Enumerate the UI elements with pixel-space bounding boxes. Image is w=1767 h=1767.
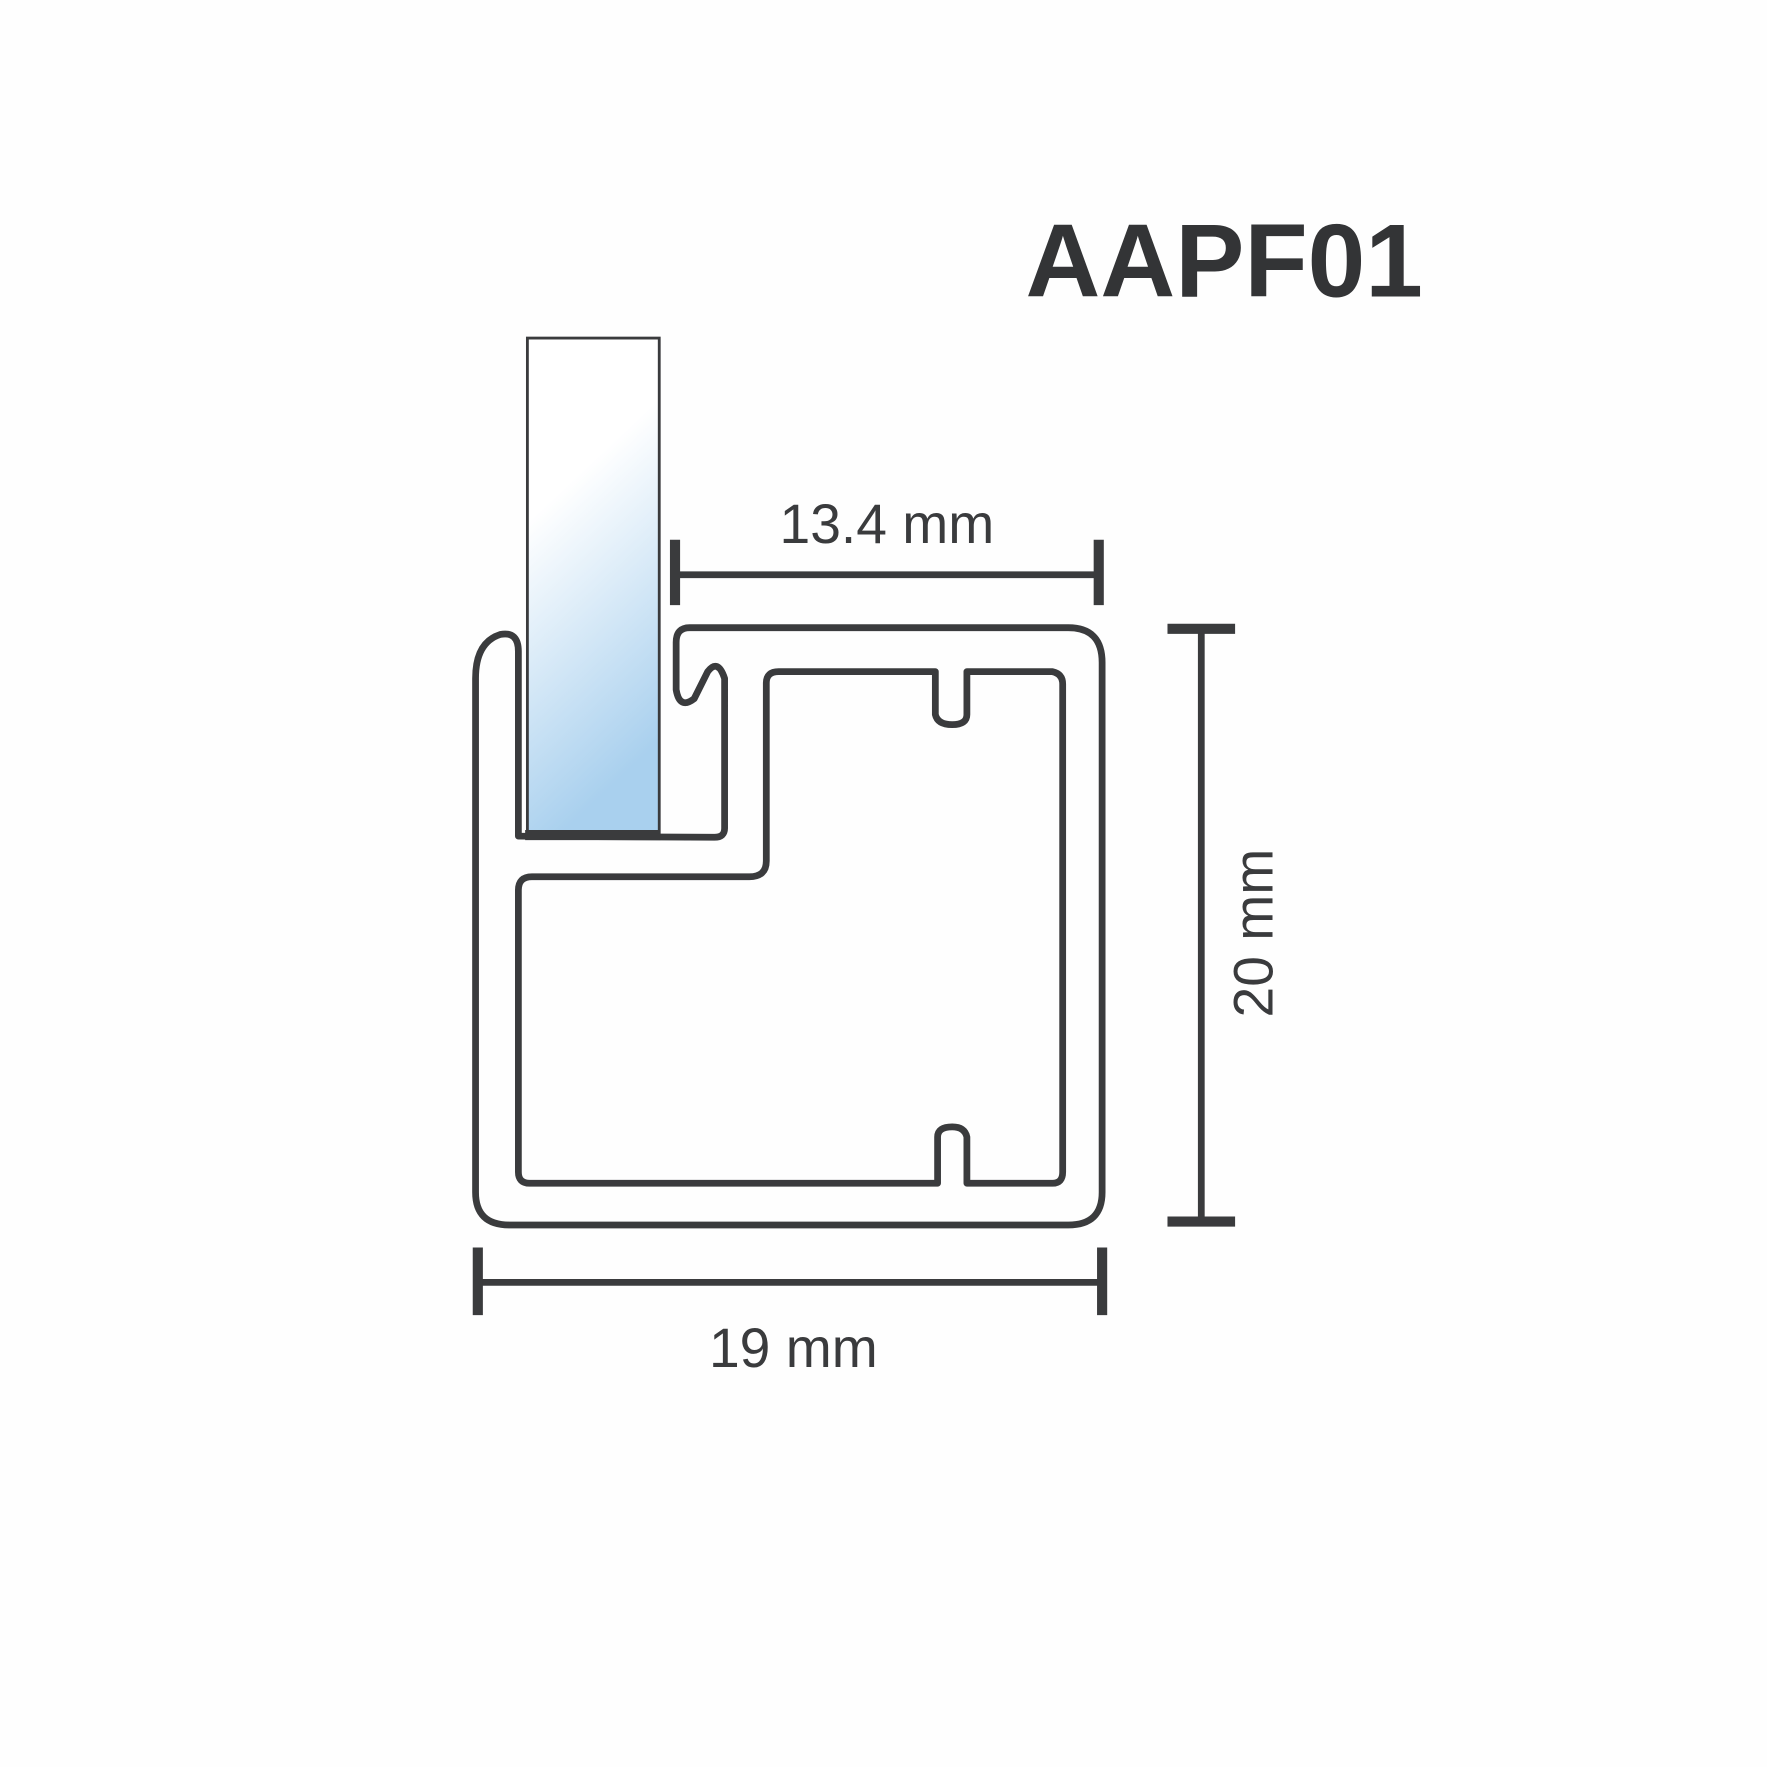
dimension-height: 20 mm (1167, 623, 1284, 1227)
profile-outer-contour (472, 624, 1106, 1229)
dimension-label-height: 20 mm (1222, 849, 1284, 1018)
dimension-glass-gap: 13.4 mm (669, 493, 1104, 606)
dimension-label-glass-gap: 13.4 mm (780, 493, 995, 555)
profile-inner-chamber (514, 668, 1067, 1187)
product-code-title: AAPF01 (1025, 202, 1422, 318)
glass-panel (525, 336, 661, 836)
dimension-width: 19 mm (472, 1247, 1108, 1379)
dimension-label-width: 19 mm (709, 1317, 878, 1379)
